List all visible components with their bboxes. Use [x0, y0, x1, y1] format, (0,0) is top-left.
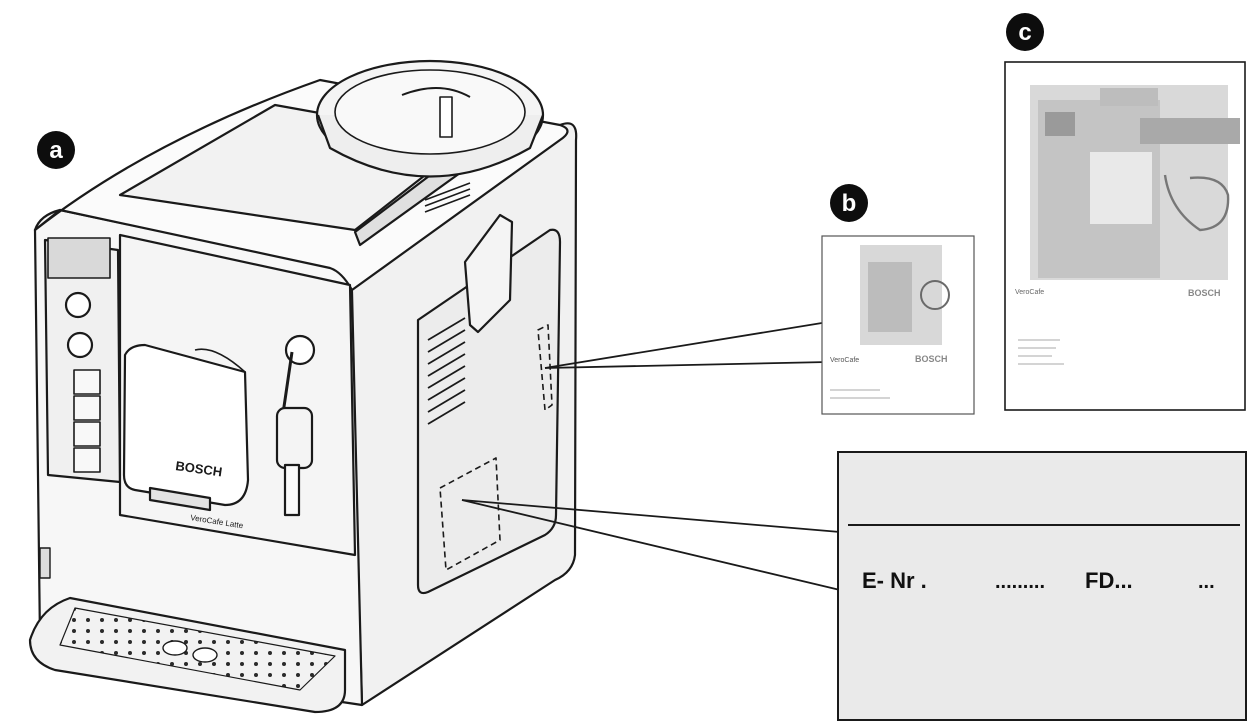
callout-c-label: c	[1018, 19, 1031, 46]
milk-frother	[275, 334, 316, 517]
leader-plate-top	[461, 499, 841, 533]
leader-lines	[461, 321, 841, 591]
manual-slot-dashed	[537, 324, 553, 411]
e-nr-label: E- Nr .	[862, 568, 927, 593]
coffee-outlet-cover	[122, 343, 250, 507]
fd-label: FD...	[1085, 568, 1133, 593]
manual-c: VeroCafe BOSCH	[1004, 61, 1246, 411]
callout-b: b	[830, 184, 868, 222]
leader-b-top	[544, 321, 829, 369]
callout-b-label: b	[842, 190, 857, 217]
manual-b-brand: BOSCH	[915, 354, 948, 364]
rating-plate-location-dashed	[439, 457, 501, 571]
control-buttons	[73, 369, 101, 473]
machine-brand-label: BOSCH	[175, 458, 224, 479]
manual-b: VeroCafe BOSCH	[821, 235, 975, 415]
top-vent	[424, 182, 471, 213]
machine-side-recess	[416, 228, 562, 595]
leader-plate-bottom	[461, 499, 841, 591]
fd-trailing: ...	[1198, 571, 1215, 593]
rating-plate: E- Nr . ......... FD... ...	[837, 451, 1247, 721]
manual-c-title: VeroCafe	[1015, 289, 1044, 296]
side-handle	[463, 213, 514, 334]
manual-c-brand: BOSCH	[1188, 288, 1221, 298]
bean-container	[315, 59, 545, 178]
manual-b-title: VeroCafe	[830, 357, 859, 364]
callout-c: c	[1006, 13, 1044, 51]
callout-a-label: a	[49, 137, 63, 164]
display-window	[47, 237, 111, 279]
leader-b-bottom	[544, 361, 829, 369]
coffee-machine	[28, 59, 578, 714]
callout-a: a	[37, 131, 75, 169]
power-switch	[39, 547, 51, 579]
knob-bottom	[66, 331, 94, 359]
coffee-outlet	[148, 486, 212, 512]
e-nr-dots: .........	[995, 571, 1045, 593]
side-vent	[427, 317, 466, 425]
knob-top	[64, 291, 92, 319]
